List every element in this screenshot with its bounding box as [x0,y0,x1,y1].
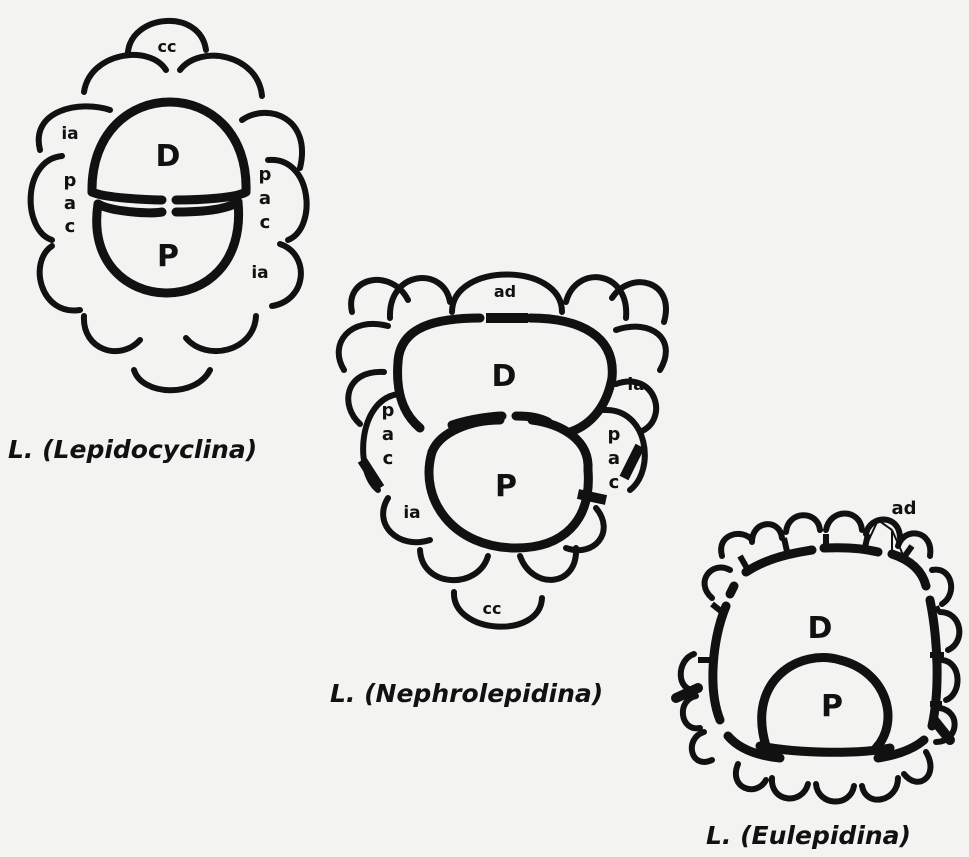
nephrolepidina-label-ad: ad [494,282,516,301]
eulepidina-label-D: D [808,611,833,646]
nephrolepidina-label-ia-lower: ia [403,503,420,523]
lepidocyclina-label-ia-upper: ia [61,124,78,144]
pac-letter-c: c [383,448,394,469]
caption-eulepidina: L. (Eulepidina) [706,821,911,850]
pac-letter-p: p [259,164,272,185]
eulepidina-label-P: P [821,689,843,724]
nephrolepidina-embryon [398,318,613,548]
eulepidina-embryon [713,548,937,758]
nephrolepidina-label-D: D [492,359,517,394]
pac-letter-p: p [382,400,395,421]
nephrolepidina-label-pac-right: p a c [608,424,621,493]
pac-letter-p: p [608,424,621,445]
lepidocyclina-label-ia-lower: ia [251,263,268,283]
eulepidina-label-ad: ad [891,498,916,519]
pac-letter-c: c [260,212,271,233]
pac-letter-a: a [608,448,620,469]
diagram-lepidocyclina: cc D P ia ia p a c p a c L. (Lepidocycli… [8,21,307,464]
lepidocyclina-label-pac-left: p a c [64,170,77,237]
pac-letter-a: a [64,193,76,214]
lepidocyclina-label-cc: cc [158,37,177,56]
pac-letter-a: a [382,424,394,445]
diagram-nephrolepidina: ad D P ia ia cc p a c p a c L. (Nephrole… [330,275,666,709]
nephrolepidina-label-pac-left: p a c [382,400,395,469]
nephrolepidina-label-P: P [495,469,517,504]
pac-letter-a: a [259,188,271,209]
pac-letter-c: c [609,472,620,493]
caption-lepidocyclina: L. (Lepidocyclina) [8,435,257,464]
caption-nephrolepidina: L. (Nephrolepidina) [330,679,603,708]
lepidocyclina-label-pac-right: p a c [259,164,272,233]
nephrolepidina-label-cc: cc [483,599,502,618]
lepidocyclina-label-P: P [157,239,179,274]
nephrolepidina-label-ia-upper: ia [627,375,644,395]
lepidocyclina-label-D: D [156,139,181,174]
pac-letter-c: c [65,216,76,237]
pac-letter-p: p [64,170,77,191]
diagram-eulepidina: ad D P L. (Eulepidina) [676,498,959,850]
